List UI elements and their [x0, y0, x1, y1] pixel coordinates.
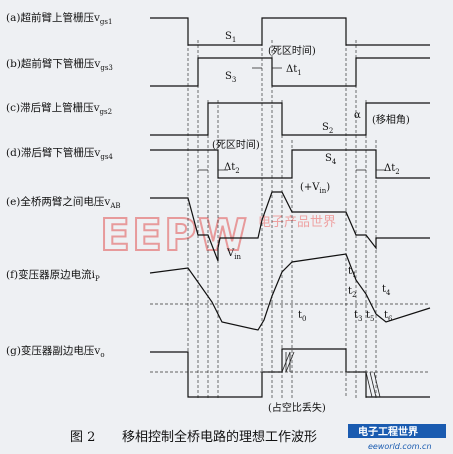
- dead-time-label-2: (死区时间): [212, 138, 260, 151]
- dt1-label: Δt1: [286, 64, 302, 77]
- row-labels: (a)超前臂上管栅压vgs1 (b)超前臂下管栅压vgs3 (c)滞后臂上管栅压…: [6, 11, 121, 359]
- alpha-label: α: [354, 110, 361, 121]
- t4-label: t4: [382, 284, 391, 297]
- time-guide-lines: [187, 18, 377, 398]
- row-label-c: (c)滞后臂上管栅压vgs2: [6, 101, 112, 116]
- row-label-g: (g)变压器副边电压vo: [6, 344, 105, 359]
- t6-label: t6: [384, 310, 393, 323]
- time-markers: t0 t1 t2 t3 t4 t5 t6: [298, 266, 393, 323]
- figure-title: 移相控制全桥电路的理想工作波形: [122, 429, 317, 445]
- row-label-a: (a)超前臂上管栅压vgs1: [6, 11, 112, 26]
- row-label-e: (e)全桥两臂之间电压vAB: [6, 195, 121, 210]
- s2-label: S2: [322, 122, 333, 135]
- t3-label: t3: [354, 310, 363, 323]
- eeworld-logo: 电子工程世界 eeworld.com.cn: [348, 424, 446, 451]
- dead-time-label-1: (死区时间): [268, 44, 316, 57]
- duty-loss-hatch: [281, 351, 381, 398]
- dt2-label-a: Δt2: [224, 162, 240, 175]
- waveform-vgs2: [150, 102, 430, 136]
- plus-vin-label: (+Vin): [300, 182, 330, 195]
- t0-label: t0: [298, 310, 307, 323]
- figure-number: 图 2: [70, 430, 95, 445]
- dt2-label-b: Δt2: [384, 163, 400, 176]
- phase-shift-label: (移相角): [372, 113, 410, 126]
- t2-label: t2: [348, 286, 357, 299]
- logo-banner: [348, 424, 446, 438]
- s1-label: S1: [225, 31, 236, 44]
- waveform-vab: [150, 191, 430, 262]
- t1-label: t1: [348, 266, 357, 279]
- eepw-watermark: EEPW: [100, 210, 249, 261]
- s4-label: S4: [325, 153, 337, 166]
- duty-loss-label: (占空比丢失): [268, 401, 326, 414]
- waveform-vgs4: [150, 149, 430, 179]
- logo-url: eeworld.com.cn: [368, 442, 432, 451]
- waveform-vgs1: [150, 17, 430, 46]
- minus-vin-label: Vin: [226, 248, 241, 261]
- t5-label: t5: [366, 310, 375, 323]
- logo-name: 电子工程世界: [358, 425, 418, 438]
- row-label-f: (f)变压器原边电流iP: [6, 268, 100, 283]
- s3-label: S3: [225, 71, 236, 84]
- watermark-tagline: 电子产品世界: [258, 215, 336, 230]
- row-label-b: (b)超前臂下管栅压vgs3: [6, 57, 113, 72]
- waveform-vgs3: [150, 57, 430, 87]
- row-label-d: (d)滞后臂下管栅压vgs4: [6, 146, 113, 161]
